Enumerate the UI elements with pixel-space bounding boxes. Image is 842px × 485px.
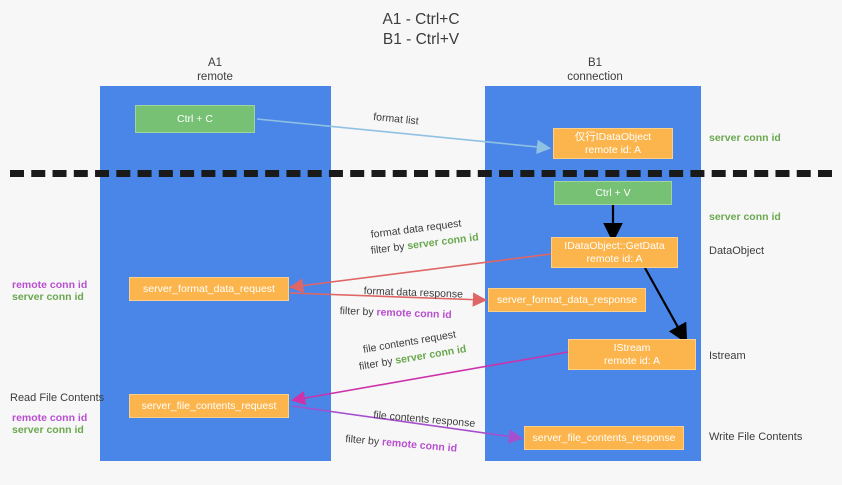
box-server-format-data-request-label: server_format_data_request — [143, 282, 275, 295]
arrow-format-data-response — [289, 292, 488, 307]
box-ctrl-v-label: Ctrl + V — [595, 186, 631, 199]
box-idataobject-incoming-line2: remote id: A — [584, 143, 642, 156]
column-header-a1: A1 remote — [120, 57, 310, 84]
box-idataobject-incoming[interactable]: 仅行IDataObject remote id: A — [553, 128, 673, 159]
arrow-format-list — [256, 118, 552, 155]
box-istream-line2: remote id: A — [603, 354, 661, 367]
label-remote-conn-id-1: remote conn id — [12, 279, 88, 291]
divider-dashed-line — [10, 170, 832, 177]
box-server-file-contents-response-label: server_file_contents_response — [532, 431, 676, 444]
arrow-file-contents-request — [290, 351, 569, 406]
column-a1-name: A1 — [207, 57, 223, 69]
box-server-format-data-response-label: server_format_data_response — [496, 293, 638, 306]
filter-key-remote-conn-id: remote conn id — [376, 306, 452, 322]
label-server-conn-id-2: server conn id — [12, 424, 84, 436]
box-idataobject-getdata-line1: IDataObject::GetData — [564, 240, 665, 252]
box-idataobject-incoming-line1: 仅行IDataObject — [574, 131, 652, 143]
box-idataobject-getdata-line2: remote id: A — [586, 252, 643, 265]
title-line-2: B1 - Ctrl+V — [382, 31, 460, 48]
column-b1-name: B1 — [587, 57, 603, 69]
page-title: A1 - Ctrl+C B1 - Ctrl+V — [0, 10, 842, 50]
box-server-file-contents-request-label: server_file_contents_request — [141, 399, 277, 412]
column-header-b1: B1 connection — [500, 57, 690, 84]
label-server-conn-id-second: server conn id — [709, 211, 781, 223]
label-remote-conn-id-2: remote conn id — [12, 412, 88, 424]
box-server-format-data-response[interactable]: server_format_data_response — [488, 288, 646, 312]
filter-prefix: filter by — [344, 432, 383, 449]
title-line-1: A1 - Ctrl+C — [382, 11, 460, 28]
box-server-file-contents-request[interactable]: server_file_contents_request — [129, 394, 289, 418]
box-ctrl-c[interactable]: Ctrl + C — [135, 105, 255, 133]
label-dataobject: DataObject — [709, 245, 765, 257]
box-server-format-data-request[interactable]: server_format_data_request — [129, 277, 289, 301]
box-server-file-contents-response[interactable]: server_file_contents_response — [524, 426, 684, 450]
label-server-conn-id-top: server conn id — [709, 132, 781, 144]
box-idataobject-getdata[interactable]: IDataObject::GetData remote id: A — [551, 237, 678, 268]
box-istream[interactable]: IStream remote id: A — [568, 339, 696, 370]
column-b1-role: connection — [567, 70, 623, 83]
column-a1-role: remote — [197, 70, 233, 83]
label-read-file-contents: Read File Contents — [10, 392, 105, 404]
arrow-file-contents-response — [291, 405, 524, 444]
filter-prefix: filter by — [339, 304, 377, 319]
box-ctrl-v[interactable]: Ctrl + V — [554, 181, 672, 205]
label-write-file-contents: Write File Contents — [709, 431, 803, 443]
label-format-data-response-text: format data response — [363, 284, 464, 301]
box-ctrl-c-label: Ctrl + C — [177, 112, 213, 125]
label-istream: Istream — [709, 350, 746, 362]
arrow-format-data-request — [288, 253, 552, 293]
arrow-getdata-to-istream — [644, 267, 688, 344]
box-istream-line1: IStream — [613, 342, 651, 354]
label-server-conn-id-1: server conn id — [12, 291, 84, 303]
